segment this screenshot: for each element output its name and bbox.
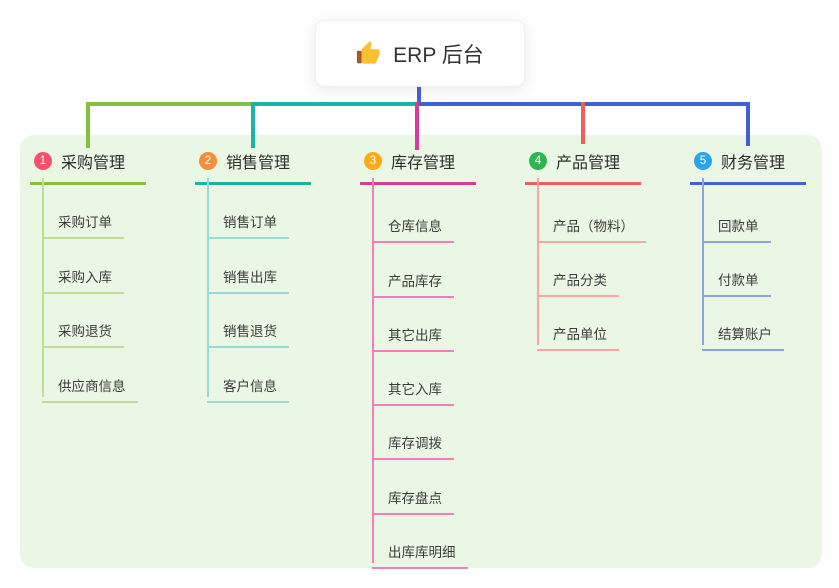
- branch-product-title[interactable]: 4 产品管理: [525, 146, 641, 185]
- node-other-outbound[interactable]: 其它出库: [372, 324, 454, 352]
- branch-inventory-label: 库存管理: [391, 155, 456, 172]
- branch-sales-spine: [207, 178, 209, 397]
- connector-horizontal-sales: [251, 102, 419, 106]
- connector-drop-finance: [746, 102, 750, 146]
- node-payment-doc[interactable]: 付款单: [702, 269, 771, 297]
- node-purchase-return[interactable]: 采购退货: [42, 320, 124, 348]
- branch-sales-number-badge: 2: [199, 152, 217, 170]
- node-sales-outbound[interactable]: 销售出库: [207, 266, 289, 294]
- branch-purchase-label: 采购管理: [61, 155, 126, 172]
- connector-drop-purchase: [86, 102, 90, 148]
- node-purchase-order[interactable]: 采购订单: [42, 211, 124, 239]
- branch-finance-title[interactable]: 5 财务管理: [690, 146, 806, 185]
- node-outbound-detail[interactable]: 出库库明细: [372, 541, 468, 569]
- node-warehouse-info[interactable]: 仓库信息: [372, 215, 454, 243]
- node-stock-count[interactable]: 库存盘点: [372, 487, 454, 515]
- node-supplier-info[interactable]: 供应商信息: [42, 375, 138, 403]
- node-product-category[interactable]: 产品分类: [537, 269, 619, 297]
- thumbs-up-icon: [356, 40, 383, 67]
- root-label: ERP 后台: [393, 43, 484, 67]
- node-sales-return[interactable]: 销售退货: [207, 320, 289, 348]
- node-stock-transfer[interactable]: 库存调拨: [372, 432, 454, 460]
- connector-root-stub: [417, 83, 421, 106]
- node-settlement-account[interactable]: 结算账户: [702, 323, 784, 351]
- connector-horizontal-purchase: [86, 102, 253, 106]
- branch-inventory-title[interactable]: 3 库存管理: [360, 146, 476, 185]
- branch-finance-number-badge: 5: [694, 152, 712, 170]
- node-customer-info[interactable]: 客户信息: [207, 375, 289, 403]
- root-node[interactable]: ERP 后台: [315, 20, 525, 87]
- branch-purchase-spine: [42, 178, 44, 397]
- connector-drop-product: [581, 102, 585, 144]
- node-other-inbound[interactable]: 其它入库: [372, 378, 454, 406]
- branch-product-label: 产品管理: [556, 155, 621, 172]
- node-receipt-doc[interactable]: 回款单: [702, 215, 771, 243]
- node-product-stock[interactable]: 产品库存: [372, 270, 454, 298]
- branch-purchase-title[interactable]: 1 采购管理: [30, 146, 146, 185]
- branch-product-number-badge: 4: [529, 152, 547, 170]
- branch-product-spine: [537, 178, 539, 345]
- branch-inventory-number-badge: 3: [364, 152, 382, 170]
- branch-purchase-number-badge: 1: [34, 152, 52, 170]
- node-product-material[interactable]: 产品（物料）: [537, 215, 646, 243]
- branch-finance-spine: [702, 178, 704, 345]
- node-sales-order[interactable]: 销售订单: [207, 211, 289, 239]
- branch-finance-label: 财务管理: [721, 155, 786, 172]
- branch-sales-label: 销售管理: [226, 155, 291, 172]
- node-product-unit[interactable]: 产品单位: [537, 323, 619, 351]
- node-purchase-inbound[interactable]: 采购入库: [42, 266, 124, 294]
- branch-inventory-spine: [372, 178, 374, 563]
- branch-sales-title[interactable]: 2 销售管理: [195, 146, 311, 185]
- connector-drop-inventory: [415, 102, 419, 150]
- connector-drop-sales: [251, 102, 255, 148]
